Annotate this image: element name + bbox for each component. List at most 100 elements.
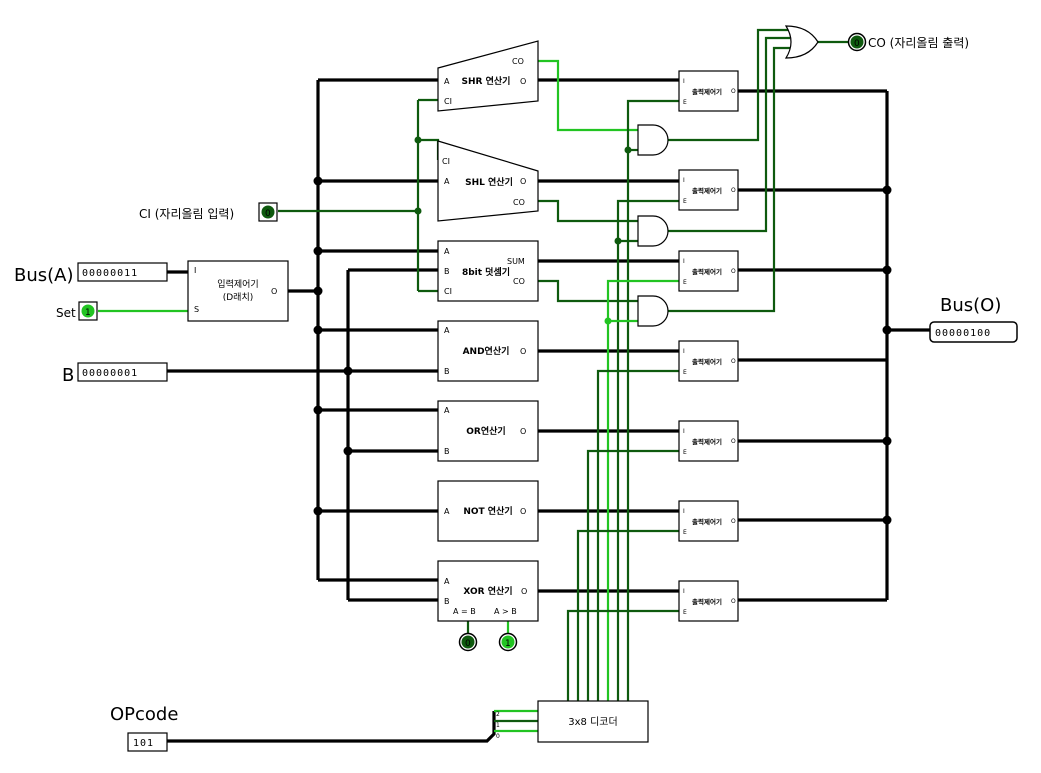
- svg-text:CO: CO: [512, 57, 524, 66]
- svg-text:O: O: [520, 347, 526, 356]
- svg-text:A: A: [444, 247, 450, 256]
- svg-text:O: O: [520, 77, 526, 86]
- svg-text:A: A: [444, 77, 450, 86]
- bus-wires: [167, 78, 930, 743]
- svg-text:B: B: [444, 447, 450, 456]
- output-controllers: IEO출력제어기IEO출력제어기IEO출력제어기IEO출력제어기IEO출력제어기…: [678, 70, 739, 622]
- svg-text:O: O: [731, 438, 736, 445]
- junction-dots: [313, 136, 892, 525]
- ci-label: CI (자리올림 입력): [139, 207, 234, 221]
- decoder-title: 3x8 디코더: [568, 716, 617, 728]
- output-controller: I E O 출력제어기: [678, 70, 739, 112]
- carry-or-gate: [784, 25, 819, 59]
- svg-text:I: I: [683, 78, 685, 85]
- xor-unit: A B O XOR 연산기 A = B A > B: [437, 560, 539, 622]
- svg-text:O: O: [731, 268, 736, 275]
- svg-text:A: A: [444, 507, 450, 516]
- output-controller-title: 출력제어기: [692, 87, 722, 96]
- svg-text:A: A: [444, 177, 450, 186]
- bus-a-label: Bus(A): [14, 265, 74, 286]
- not-title: NOT 연산기: [463, 505, 512, 517]
- bus-o-value: 00000100: [935, 328, 991, 339]
- svg-text:O: O: [731, 598, 736, 605]
- svg-text:E: E: [683, 609, 687, 616]
- svg-text:0: 0: [496, 733, 500, 740]
- eq-output-led: 0: [458, 632, 478, 652]
- co-label: CO (자리올림 출력): [868, 36, 969, 50]
- svg-text:E: E: [683, 99, 687, 106]
- output-controller-title: 출력제어기: [692, 267, 722, 276]
- svg-text:O: O: [520, 427, 526, 436]
- svg-text:I: I: [683, 348, 685, 355]
- svg-text:A: A: [444, 326, 450, 335]
- svg-text:E: E: [683, 529, 687, 536]
- svg-text:I: I: [683, 177, 685, 184]
- svg-text:O: O: [731, 88, 736, 95]
- gt-output-led: 1: [498, 632, 518, 652]
- svg-text:O: O: [731, 358, 736, 365]
- input-latch: I S O 입력제어기 (D래치): [187, 260, 289, 322]
- svg-text:B: B: [444, 597, 450, 606]
- bus-a-value: 00000011: [82, 268, 138, 279]
- opcode-input[interactable]: OPcode 101: [110, 704, 178, 752]
- svg-text:CI: CI: [444, 97, 452, 106]
- decoder: 3x8 디코더 2 1 0: [496, 700, 649, 743]
- adder-title: 8bit 덧셈기: [462, 266, 510, 278]
- svg-text:E: E: [683, 449, 687, 456]
- set-label: Set: [56, 306, 76, 320]
- set-input[interactable]: Set 1: [56, 301, 98, 321]
- bus-a-input[interactable]: Bus(A) 00000011: [14, 262, 168, 286]
- b-value: 00000001: [82, 368, 138, 379]
- control-wires: [98, 28, 848, 733]
- svg-text:B: B: [444, 267, 450, 276]
- svg-text:O: O: [520, 507, 526, 516]
- output-controller-title: 출력제어기: [692, 357, 722, 366]
- svg-text:A: A: [444, 577, 450, 586]
- shr-title: SHR 연산기: [462, 75, 511, 87]
- and-unit: A B O AND연산기: [437, 320, 539, 382]
- carry-and-gates: [637, 124, 669, 327]
- shl-unit: CI A O CO SHL 연산기: [437, 140, 539, 222]
- svg-text:B: B: [444, 367, 450, 376]
- svg-text:O: O: [731, 518, 736, 525]
- output-controller-title: 출력제어기: [692, 186, 722, 195]
- svg-text:O: O: [520, 177, 526, 186]
- svg-text:0: 0: [465, 639, 471, 649]
- svg-text:A: A: [444, 406, 450, 415]
- svg-text:S: S: [194, 305, 199, 314]
- shr-unit: A CI CO O SHR 연산기: [437, 40, 539, 112]
- svg-text:O: O: [731, 187, 736, 194]
- svg-text:A > B: A > B: [494, 607, 517, 616]
- b-label: B: [62, 365, 74, 386]
- svg-text:1: 1: [505, 639, 511, 649]
- xor-title: XOR 연산기: [463, 585, 512, 597]
- opcode-label: OPcode: [110, 704, 178, 725]
- ci-input[interactable]: CI (자리올림 입력) 0: [139, 202, 278, 222]
- bus-o-label: Bus(O): [940, 295, 1001, 316]
- svg-text:1: 1: [496, 722, 500, 729]
- svg-text:CO: CO: [513, 277, 525, 286]
- opcode-value: 101: [133, 738, 154, 749]
- b-input[interactable]: B 00000001: [62, 362, 168, 386]
- svg-text:CO: CO: [513, 198, 525, 207]
- svg-text:CI: CI: [442, 157, 450, 166]
- set-value: 1: [85, 308, 91, 318]
- latch-subtitle: (D래치): [223, 291, 254, 303]
- ci-value: 0: [265, 209, 271, 219]
- svg-text:CI: CI: [444, 287, 452, 296]
- svg-text:2: 2: [496, 711, 500, 718]
- or-title: OR연산기: [466, 425, 505, 437]
- output-controller-title: 출력제어기: [692, 517, 722, 526]
- svg-text:SUM: SUM: [507, 257, 525, 266]
- output-controller-title: 출력제어기: [692, 437, 722, 446]
- svg-text:I: I: [683, 428, 685, 435]
- shl-title: SHL 연산기: [465, 176, 513, 188]
- latch-title: 입력제어기: [217, 278, 258, 290]
- adder-unit: A B CI SUM CO 8bit 덧셈기: [437, 240, 539, 302]
